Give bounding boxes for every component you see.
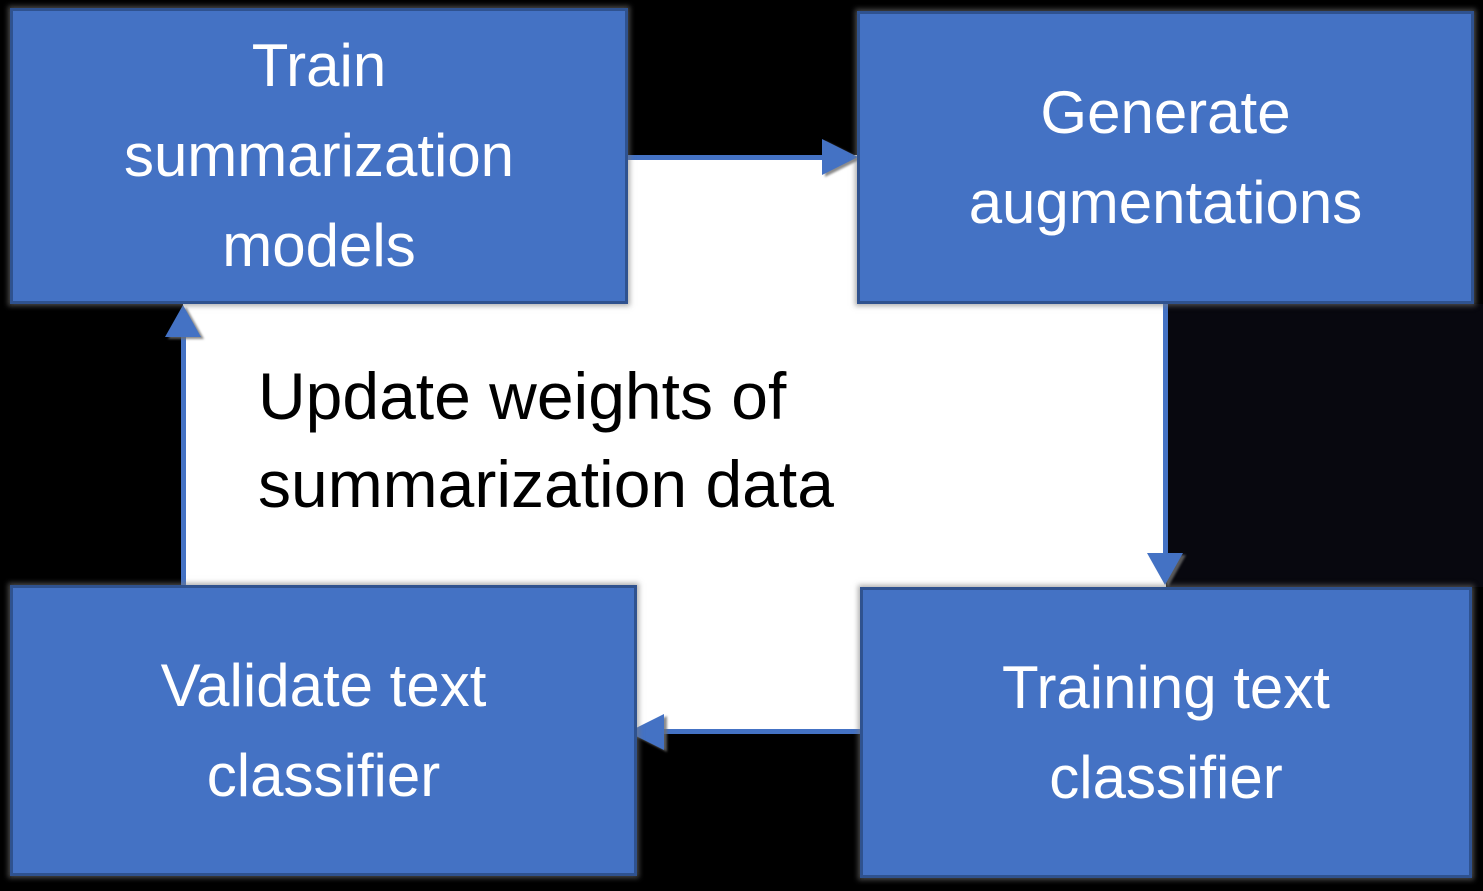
node-label-line: Validate text — [160, 651, 487, 719]
node-label-line: Generate — [1040, 78, 1291, 146]
node-label-line: augmentations — [968, 168, 1363, 236]
node-label-line: Training text — [1002, 653, 1330, 721]
background-patch — [1168, 304, 1483, 587]
node-validate-text-classifier: Validate text classifier — [10, 585, 637, 876]
center-caption: Update weights of summarization data — [258, 352, 834, 528]
arrow-up-icon — [165, 305, 201, 337]
arrow-generate-to-training-shaft — [1163, 303, 1168, 558]
node-train-summarization-models: Train summarization models — [10, 8, 628, 304]
arrow-right-icon — [822, 139, 858, 175]
node-label-line: classifier — [206, 741, 441, 809]
arrow-training-to-validate-shaft — [656, 729, 862, 734]
center-caption-line: summarization data — [258, 447, 834, 521]
node-label-line: Train — [251, 32, 387, 99]
arrow-down-icon — [1147, 553, 1183, 585]
arrow-train-to-generate-shaft — [628, 155, 826, 160]
node-label-line: models — [222, 212, 416, 279]
center-caption-line: Update weights of — [258, 359, 787, 433]
node-label-line: classifier — [1049, 743, 1283, 811]
arrow-validate-to-train-shaft — [181, 333, 186, 585]
node-label-line: summarization — [123, 122, 515, 189]
node-training-text-classifier: Training text classifier — [860, 587, 1472, 878]
node-generate-augmentations: Generate augmentations — [857, 11, 1474, 304]
